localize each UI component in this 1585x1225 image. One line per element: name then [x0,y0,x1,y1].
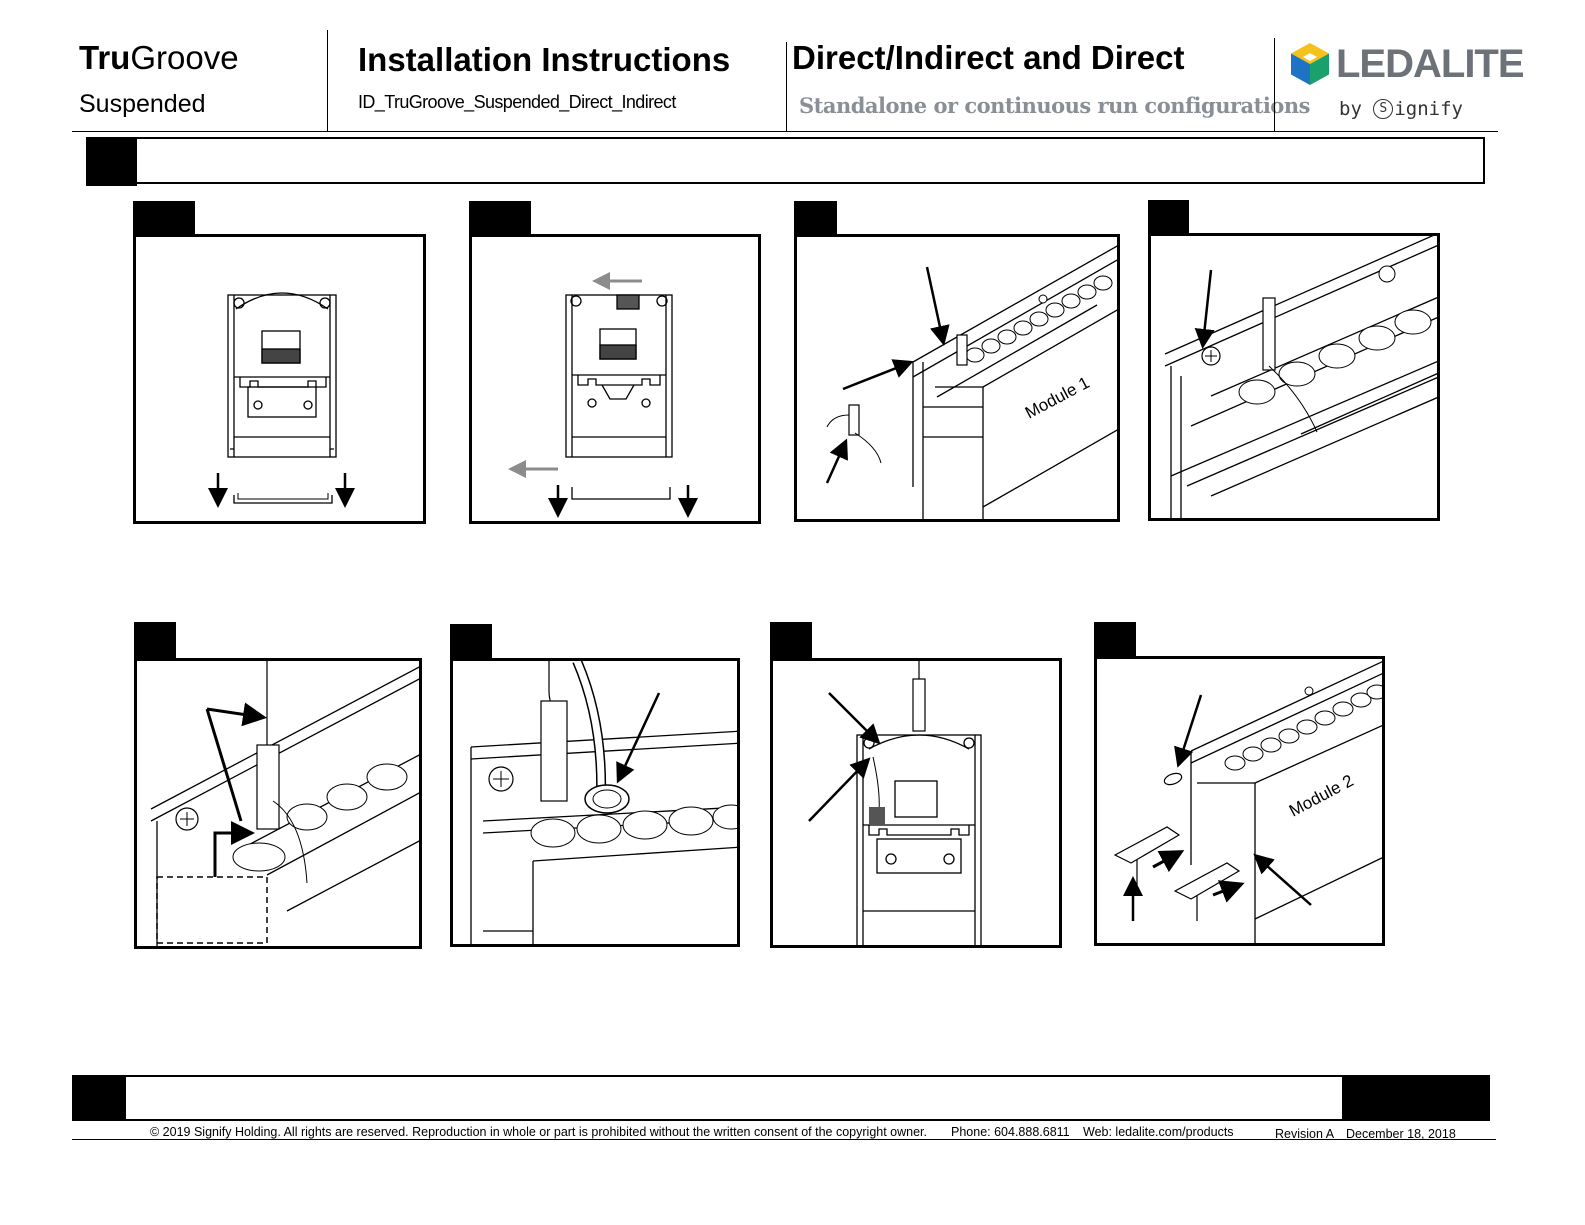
step-figure-wire-connection [770,658,1062,948]
step-tab [1148,200,1189,236]
copyright-notice: © 2019 Signify Holding. All rights are r… [150,1125,927,1139]
footer-block-right [1342,1075,1490,1121]
logo-wordmark: LEDALITE [1336,42,1525,86]
step-figure-end-cap-removal [133,234,426,524]
step-tab [1094,622,1136,660]
footer-rule [72,1139,1496,1140]
hanger-closeup-drawing [1164,236,1437,518]
grommet-closeup-drawing [470,661,737,944]
product-variant: Suspended [79,90,206,118]
step-tab [450,624,492,662]
wire-connection-drawing [808,661,982,945]
header-rule [72,131,1498,132]
module-1-isometric-drawing: Module 1 [825,245,1117,519]
configuration-title: Direct/Indirect and Direct [792,39,1185,76]
step-tab [134,622,176,662]
ledalite-logo-icon [1291,43,1329,85]
section-bar [86,137,1485,184]
fixture-cross-section-drawing [508,272,698,518]
configuration-subtitle: Standalone or continuous run configurati… [799,93,1310,118]
document-id: ID_TruGroove_Suspended_Direct_Indirect [358,92,676,112]
revision-date: December 18, 2018 [1346,1127,1456,1141]
signify-s-icon: S [1373,98,1394,119]
module-2-isometric-drawing: Module 2 [1113,661,1382,943]
footer-block-left [72,1075,126,1121]
step-figure-module-1-hanger: Module 1 [794,234,1120,522]
step-tab [469,201,531,237]
fixture-cross-section-drawing [208,292,355,508]
cable-feed-drawing [150,661,419,946]
footer-bar [72,1075,1490,1121]
module-1-label: Module 1 [1022,373,1093,423]
document-title: Installation Instructions [358,41,731,78]
step-figure-hanger-screw [1148,233,1440,521]
step-tab [794,201,837,237]
step-figure-cable-feed [134,658,422,949]
phone-number: Phone: 604.888.6811 [951,1125,1070,1139]
section-number-block [86,137,137,186]
header-divider [327,30,328,132]
step-figure-grommet [450,658,740,947]
revision-label: Revision A [1275,1127,1335,1141]
header-divider [786,42,787,132]
website-link[interactable]: Web: ledalite.com/products [1083,1125,1234,1139]
header-divider [1274,38,1275,132]
step-figure-end-cap-slide [469,234,761,524]
step-tab [770,622,812,662]
module-2-label: Module 2 [1286,771,1357,821]
step-figure-module-2-join: Module 2 [1094,656,1385,946]
product-name: TruGroove [79,39,239,76]
step-tab [133,201,195,237]
